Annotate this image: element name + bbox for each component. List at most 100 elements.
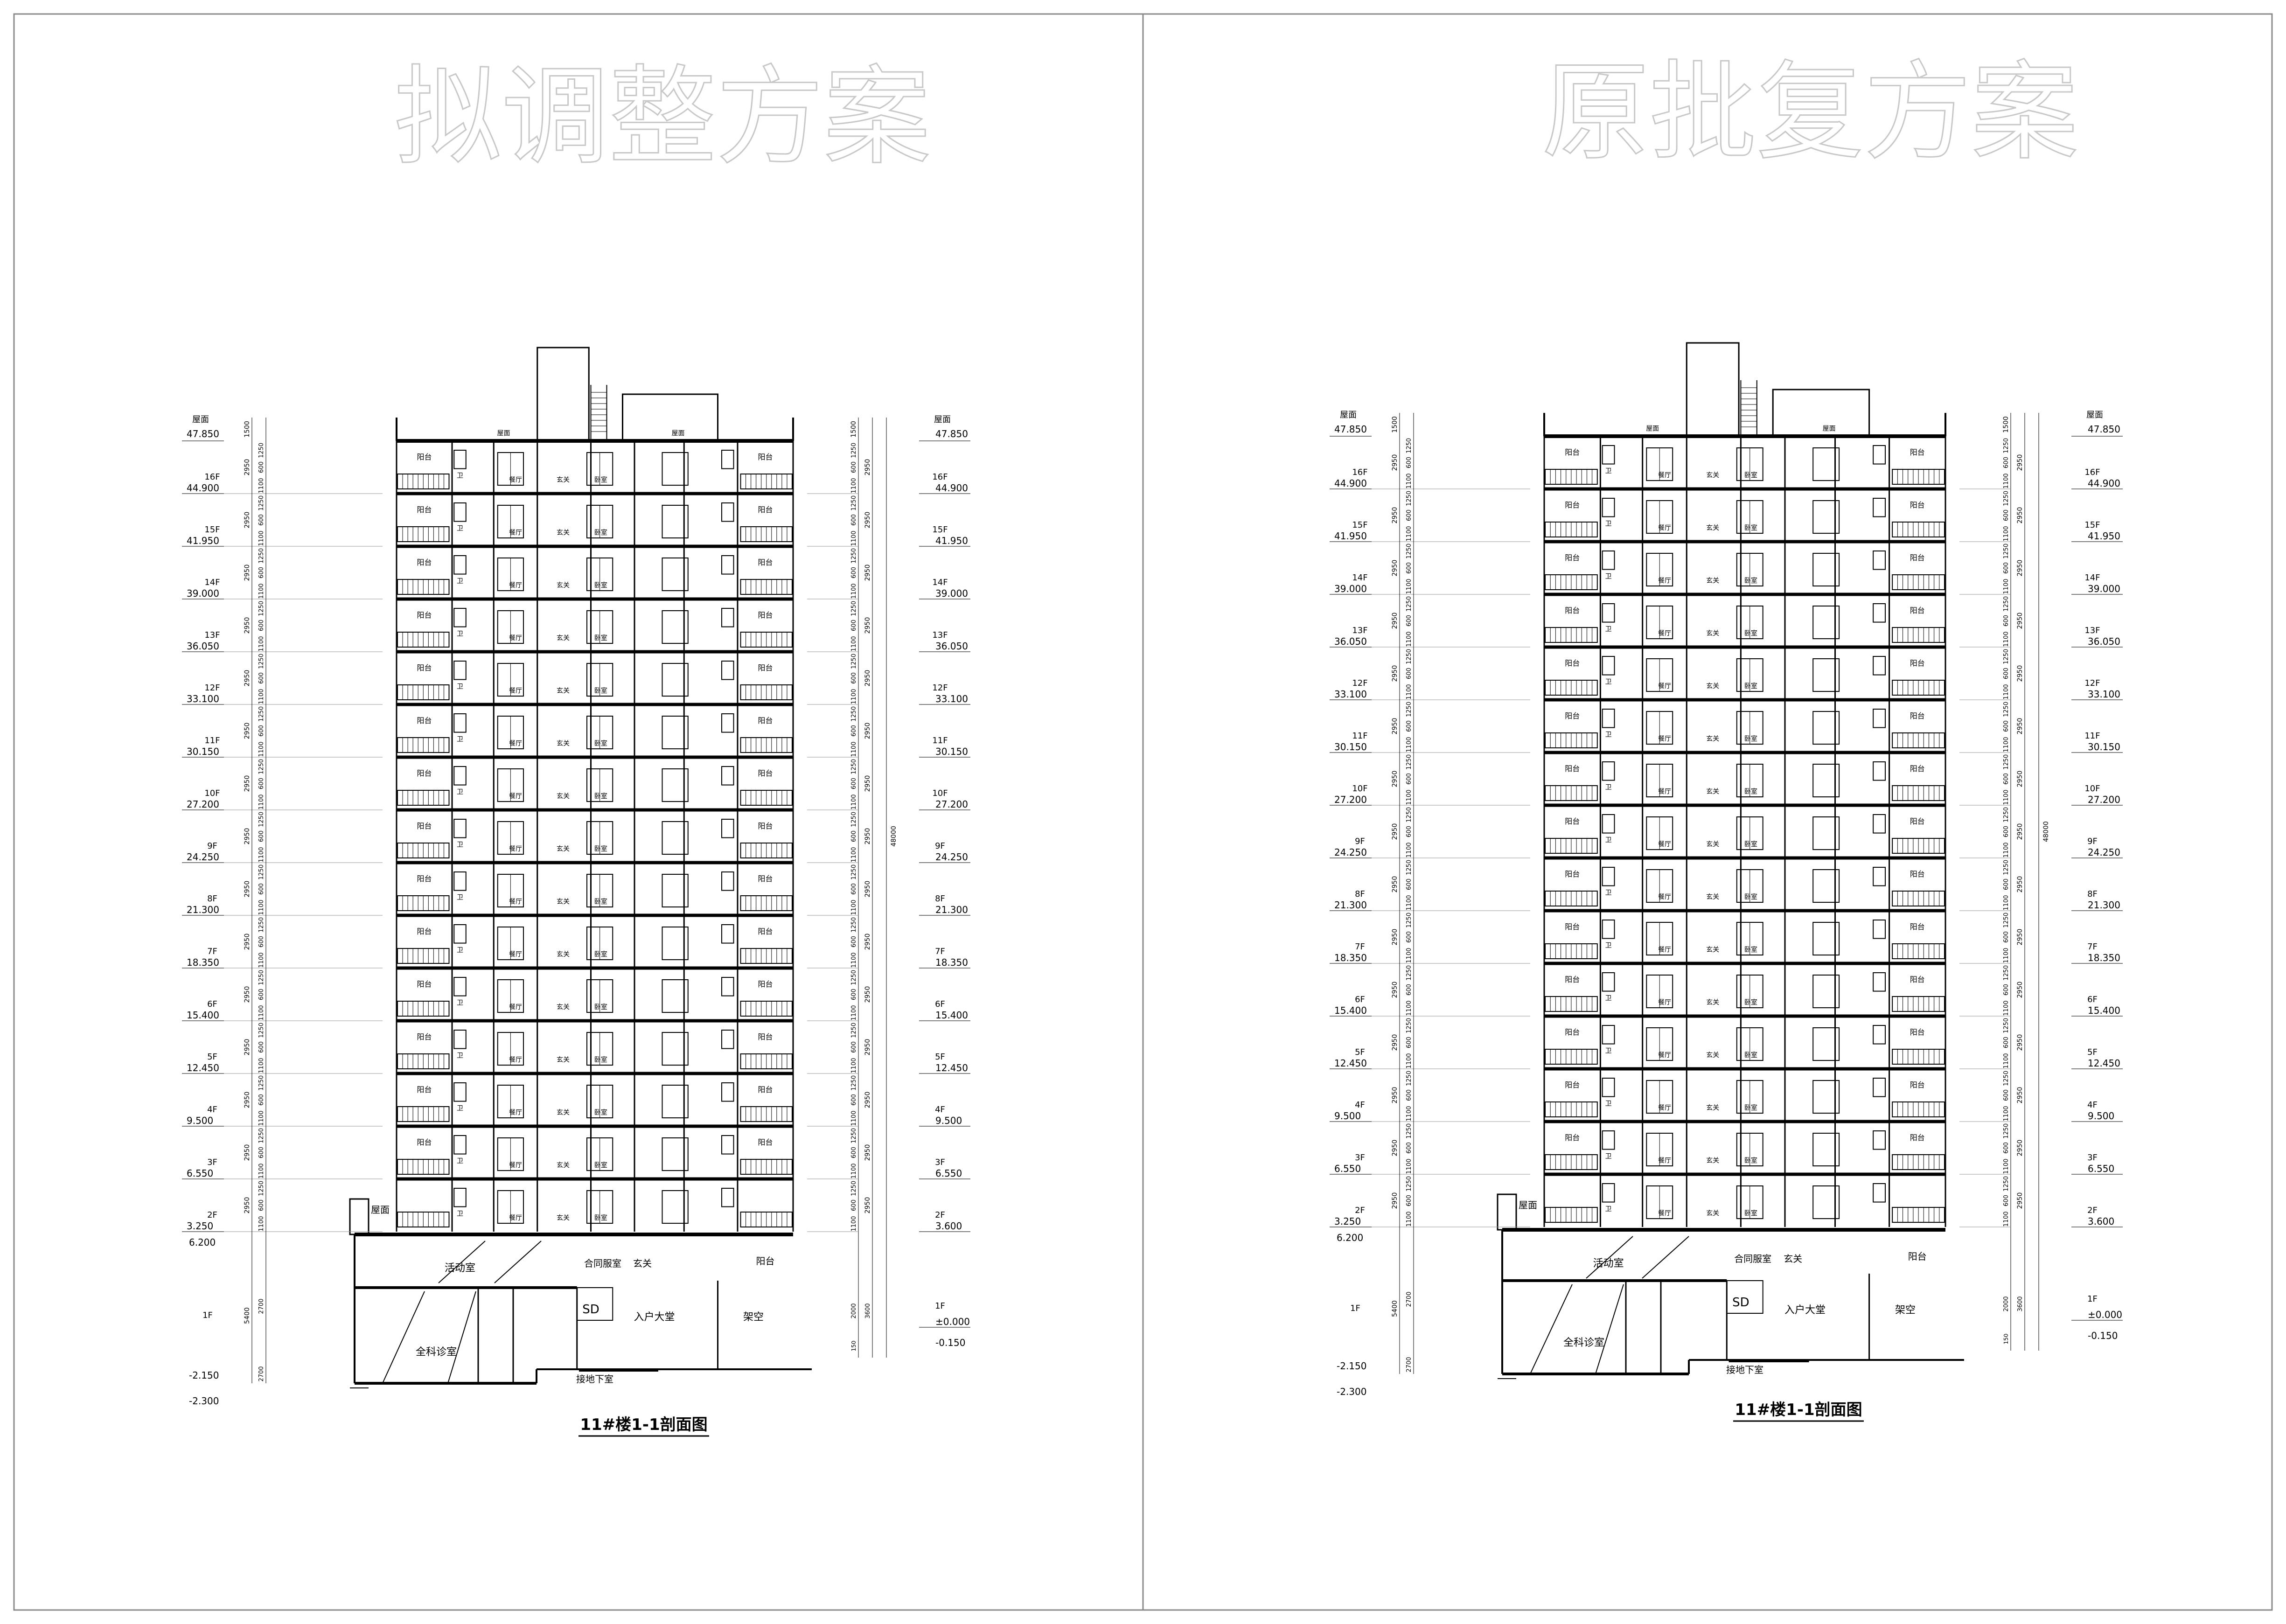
dim-floor-height: 2950	[864, 512, 871, 529]
dim-segment: 1100	[1406, 579, 1413, 594]
door	[1812, 869, 1840, 903]
dim-floor-height: 2950	[1391, 1140, 1399, 1157]
floor-name-left: 2F	[207, 1210, 217, 1220]
floor-name-left: 4F	[1355, 1100, 1365, 1110]
room-label-entry: 玄关	[557, 845, 570, 853]
room-label-toilet: 卫	[457, 736, 463, 743]
room-label-toilet: 卫	[1605, 942, 1612, 949]
floor-name-left: 8F	[207, 894, 217, 904]
dim-floor-height: 2950	[1391, 507, 1399, 524]
floor-elev-right: 18.350	[935, 957, 968, 968]
floor-elev-right: 30.150	[935, 746, 968, 757]
floor-name-right: 16F	[932, 472, 948, 482]
dim-segment: 1100	[1406, 843, 1413, 858]
dim-segment: 1100	[1406, 737, 1413, 753]
dim-segment: 1250	[1406, 965, 1413, 981]
window	[1602, 656, 1615, 676]
floor-name-left: 12F	[1352, 678, 1367, 688]
dim-segment: 600	[1406, 878, 1413, 890]
dim-segment: 600	[2003, 773, 2010, 785]
floor-elev-left: 3.250	[187, 1220, 213, 1232]
dim-segment: 1250	[1406, 596, 1413, 612]
floor-name-left: 15F	[1352, 520, 1367, 530]
dim-segment: 600	[1406, 457, 1413, 468]
door	[662, 452, 689, 486]
room-label-entrance-hall: 入户大堂	[1784, 1304, 1826, 1316]
room-label-bedroom: 卧室	[1744, 788, 1757, 795]
room-label-entry: 玄关	[1706, 524, 1719, 532]
floor-name-left: 16F	[204, 472, 220, 482]
room-label-balcony: 阳台	[1910, 448, 1925, 457]
room-label-toilet: 卫	[457, 1210, 463, 1218]
window	[453, 502, 467, 522]
dim-segment: 1250	[1406, 544, 1413, 559]
floor-name-right: 6F	[935, 999, 945, 1009]
dim-floor-height: 2950	[2016, 613, 2024, 629]
dim-floor-height: 2950	[864, 1144, 871, 1161]
room-label-balcony: 阳台	[1565, 501, 1580, 509]
dim-floor-height: 2950	[864, 565, 871, 581]
room-label-toilet: 卫	[1605, 731, 1612, 739]
roof-label: 屋面	[1823, 425, 1836, 432]
dim-segment: 1250	[258, 601, 265, 616]
room-label-entry: 玄关	[1706, 893, 1719, 901]
machine-room	[622, 393, 718, 442]
floor-elev-right: 12.450	[2088, 1058, 2120, 1069]
floor-name-left: 13F	[204, 630, 220, 640]
room-label-bedroom: 卧室	[594, 634, 607, 642]
floor-elev-right: 41.950	[2088, 530, 2120, 542]
room-label-toilet: 卫	[1605, 836, 1612, 844]
door	[662, 1032, 689, 1066]
floor-name-left: 4F	[207, 1105, 217, 1115]
window	[1602, 1130, 1615, 1150]
floor-name-left: 1F	[202, 1310, 213, 1320]
window	[453, 555, 467, 575]
room-label-bedroom: 卧室	[1744, 1209, 1757, 1217]
dim-segment: 1250	[850, 759, 857, 774]
window	[721, 450, 734, 469]
dim-segment: 600	[258, 672, 265, 684]
dim-segment: 600	[258, 883, 265, 895]
dim-segment: 600	[1406, 1195, 1413, 1206]
dim-segment: 600	[1406, 615, 1413, 627]
roof-level-label: 屋面	[934, 415, 951, 425]
low-parapet	[349, 1198, 369, 1235]
room-label-entry: 玄关	[1706, 629, 1719, 637]
dim-floor-height: 2950	[1391, 665, 1399, 682]
floor-elev-right: 24.250	[2088, 847, 2120, 858]
floor-name-left: 2F	[1355, 1206, 1365, 1215]
floor-elev-left: 6.550	[1334, 1163, 1361, 1174]
room-label-toilet: 卫	[1605, 1153, 1612, 1160]
dim-segment: 600	[1406, 773, 1413, 785]
room-label-entry: 玄关	[1706, 788, 1719, 795]
room-label-toilet: 卫	[1605, 995, 1612, 1002]
dim-segment: 1250	[258, 706, 265, 722]
floor-name-right: 4F	[935, 1105, 945, 1115]
window	[1602, 709, 1615, 728]
window	[721, 819, 734, 838]
room-label-toilet: 卫	[1605, 573, 1612, 580]
dim-segment: 1100	[850, 478, 857, 494]
window	[1602, 972, 1615, 992]
dim-segment: 1250	[1406, 1123, 1413, 1139]
window	[721, 766, 734, 786]
dim-segment: 1250	[850, 654, 857, 669]
dim-segment: 1250	[258, 1075, 265, 1091]
dim-floor-height: 2950	[2016, 876, 2024, 893]
dim-roof: 1500	[1391, 416, 1399, 433]
roof-level-label: 屋面	[2086, 410, 2103, 420]
dim-segment: 1100	[258, 584, 265, 599]
floor-elev-right: 44.900	[935, 482, 968, 494]
dim-segment: 1100	[258, 1216, 265, 1232]
room-label-balcony: 阳台	[417, 769, 432, 778]
floor-name-right: 13F	[932, 630, 948, 640]
floor-name-right: 1F	[935, 1301, 945, 1311]
low-roof-elev-left: 6.200	[1337, 1232, 1363, 1243]
dim-floor-height: 2950	[864, 1197, 871, 1214]
dim-segment: 600	[258, 620, 265, 631]
dim-ground: 5400	[1391, 1300, 1399, 1317]
dim-floor-height: 2950	[2016, 560, 2024, 577]
dim-segment: 1250	[1406, 1071, 1413, 1086]
basement-elev-left: -2.300	[189, 1395, 219, 1407]
